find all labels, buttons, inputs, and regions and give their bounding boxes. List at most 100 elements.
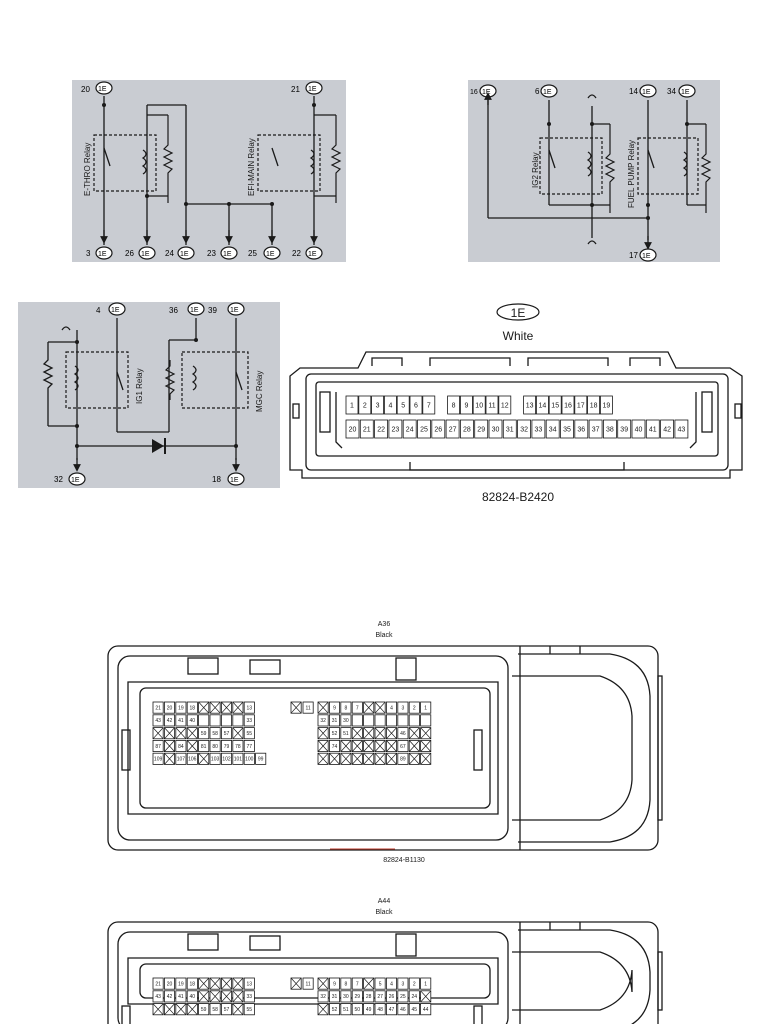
blank-pin-cell [340,740,352,753]
pin-number: 13 [247,981,253,987]
svg-text:26: 26 [125,249,134,258]
pin-number: 20 [167,981,173,987]
pin-number: 27 [449,427,457,434]
svg-text:1E: 1E [266,251,275,258]
pin-cell: 87 [152,740,164,753]
pin-cell: 30 [340,714,352,727]
pin-cell: 44 [420,1003,432,1016]
pin-cell: 26 [431,419,446,439]
terminal-20: 20 1E [81,81,113,95]
pin-cell: 31 [328,714,340,727]
relay-label-fuel-pump: FUEL PUMP Relay [627,140,636,208]
pin-number: 37 [592,427,600,434]
pin-number: 79 [224,744,230,750]
pin-cell: 30 [340,990,352,1003]
pin-number: 25 [400,994,406,1000]
pin-cell: 1 [420,977,432,990]
pin-number: 22 [377,427,385,434]
pin-cell: 46 [397,727,409,740]
pin-number: 1 [424,981,427,987]
pin-cell: 7 [351,701,363,714]
svg-text:3: 3 [86,249,91,258]
pin-cell: 4 [385,977,397,990]
pin-cell: 41 [645,419,660,439]
pin-cell: 1 [345,395,359,415]
pin-number: 80 [212,744,218,750]
pin-number: 51 [343,731,349,737]
blank-pin-cell [408,752,420,765]
blank-pin-cell [232,977,244,990]
pin-cell: 7 [422,395,436,415]
pin-cell [408,714,420,727]
pin-number: 58 [212,1007,218,1013]
blank-pin-cell [420,727,432,740]
pin-cell: 32 [317,990,329,1003]
blank-pin-cell [175,727,187,740]
pin-number: 32 [320,718,326,724]
pin-cell: 43 [152,990,164,1003]
pin-cell: 40 [186,714,198,727]
relay-label-e-thro: E-THRO Relay [83,143,92,196]
blank-pin-cell [408,727,420,740]
pin-cell: 52 [328,1003,340,1016]
svg-text:1E: 1E [681,89,690,96]
blank-pin-cell [385,752,397,765]
blank-pin-cell [163,752,175,765]
pin-cell: 57 [220,727,232,740]
pin-number: 21 [363,427,371,434]
pin-cell: 58 [209,727,221,740]
blank-pin-cell [186,727,198,740]
connector-a36-color: Black [375,632,393,639]
svg-text:17: 17 [629,251,638,260]
pin-cell: 101 [232,752,244,765]
pin-number: 59 [201,731,207,737]
pin-number: 52 [332,731,338,737]
pin-number: 55 [247,731,253,737]
pin-cell: 25 [397,990,409,1003]
pin-cell [351,714,363,727]
pin-number: 3 [402,705,405,711]
blank-pin-cell [328,752,340,765]
pin-cell: 24 [402,419,417,439]
pin-number: 9 [333,705,336,711]
svg-text:25: 25 [248,249,257,258]
svg-text:4: 4 [96,306,101,315]
pin-number: 6 [414,403,418,410]
pin-number: 10 [475,403,483,410]
blank-pin-cell [152,727,164,740]
pin-cell: 11 [302,701,314,714]
pin-number: 27 [377,994,383,1000]
terminal-18: 18 1E [212,472,245,486]
pin-number: 5 [379,981,382,987]
pin-cell: 30 [488,419,503,439]
pin-number: 1 [350,403,354,410]
svg-text:32: 32 [54,475,63,484]
pin-cell: 32 [517,419,531,439]
pin-number: 84 [178,744,184,750]
blank-pin-cell [232,727,244,740]
pin-number: 89 [400,757,406,763]
connector-1e-code: 1E [511,306,526,320]
pin-cell: 11 [302,977,314,990]
blank-pin-cell [408,740,420,753]
pin-cell: 46 [397,1003,409,1016]
pin-cell: 55 [243,1003,255,1016]
relay-label-ig2: IG2 Relay [531,152,540,188]
pin-number: 33 [247,994,253,1000]
pin-number: 24 [406,427,414,434]
pin-number: 16 [564,403,572,410]
terminal-14: 14 1E [629,84,657,98]
blank-pin-cell [220,990,232,1003]
pin-number: 30 [492,427,500,434]
pin-number: 59 [201,1007,207,1013]
blank-pin-cell [220,977,232,990]
pin-cell: 13 [243,701,255,714]
blank-pin-cell [317,977,329,990]
pin-number: 42 [663,427,671,434]
pin-cell: 32 [317,714,329,727]
pin-number: 1 [424,705,427,711]
